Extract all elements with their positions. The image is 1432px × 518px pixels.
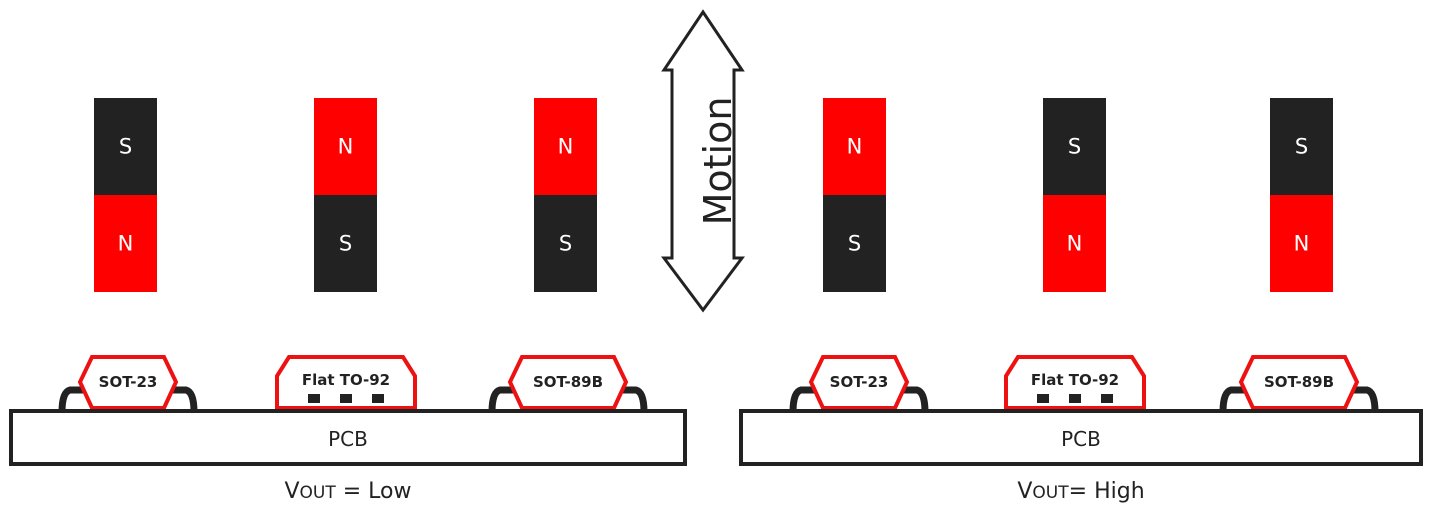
bar-magnet: NS (823, 98, 886, 292)
package-label: SOT-23 (830, 373, 889, 391)
magnet-pole-bottom (534, 195, 597, 292)
bar-magnet: SN (1043, 98, 1106, 292)
chip-group-low: SOT-23 Flat TO-92 SOT-89B (58, 355, 648, 416)
package-label: SOT-89B (533, 373, 603, 391)
package-pin (1069, 394, 1081, 403)
motion-label: Motion (696, 97, 740, 226)
package-body (507, 355, 629, 410)
magnet-pole-label: N (1294, 232, 1310, 256)
package-label: SOT-89B (1264, 373, 1334, 391)
magnet-pole-label: S (119, 135, 132, 159)
package-pin (308, 394, 320, 403)
magnet-pole-top (94, 98, 157, 195)
sensor-package: SOT-23 (58, 355, 198, 416)
vout-state: = High (1069, 479, 1145, 504)
magnet-pole-label: S (1295, 135, 1308, 159)
magnet-pole-top (823, 98, 886, 195)
bar-magnet: SN (94, 98, 157, 292)
magnet-pole-label: N (847, 135, 863, 159)
vout-sub: OUT (1032, 483, 1069, 503)
vout-main: V (284, 479, 299, 504)
sensor-package: Flat TO-92 (1004, 355, 1146, 410)
package-lead-right (168, 386, 198, 416)
pcb-label: PCB (328, 427, 368, 451)
package-body (77, 355, 179, 410)
magnet-pole-label: N (338, 135, 354, 159)
chip-group-high: SOT-23 Flat TO-92 SOT-89B (789, 355, 1379, 416)
magnet-pole-label: S (339, 232, 352, 256)
magnet-pole-label: N (118, 232, 134, 256)
sensor-package: SOT-89B (488, 355, 648, 416)
magnet-pole-top (534, 98, 597, 195)
bar-magnet: NS (314, 98, 377, 292)
package-lead-right (1349, 386, 1379, 416)
sensor-package: SOT-23 (789, 355, 929, 416)
magnet-pole-top (1043, 98, 1106, 195)
magnet-pole-label: N (1067, 232, 1083, 256)
vout-state: = Low (336, 479, 412, 504)
package-lead-right (618, 386, 648, 416)
magnet-pole-label: S (848, 232, 861, 256)
pcb-board (739, 409, 1423, 466)
sensor-package: SOT-89B (1219, 355, 1379, 416)
package-label: Flat TO-92 (1031, 371, 1119, 389)
magnet-pole-bottom (1270, 195, 1333, 292)
vout-sub: OUT (300, 483, 337, 503)
magnet-pole-label: N (558, 135, 574, 159)
motion-arrow: Motion (661, 9, 745, 313)
bar-magnet: SN (1270, 98, 1333, 292)
package-lead-left (58, 386, 88, 416)
package-label: SOT-23 (99, 373, 158, 391)
magnet-pole-bottom (314, 195, 377, 292)
motion-arrow-shape (661, 9, 745, 313)
package-pin (340, 394, 352, 403)
package-lead-left (488, 386, 518, 416)
magnet-pole-label: S (559, 232, 572, 256)
package-lead-right (899, 386, 929, 416)
package-lead-left (789, 386, 819, 416)
pcb-board (9, 409, 687, 466)
vout-caption: VOUT= High (1017, 479, 1144, 504)
vout-caption: VOUT = Low (284, 479, 411, 504)
magnet-pole-bottom (94, 195, 157, 292)
package-pin (1037, 394, 1049, 403)
magnet-pole-top (314, 98, 377, 195)
magnet-pole-label: S (1068, 135, 1081, 159)
vout-main: V (1017, 479, 1032, 504)
magnet-pole-bottom (823, 195, 886, 292)
bar-magnet: NS (534, 98, 597, 292)
package-label: Flat TO-92 (302, 371, 390, 389)
package-pin (372, 394, 384, 403)
package-body (808, 355, 910, 410)
package-pin (1101, 394, 1113, 403)
package-body (1238, 355, 1360, 410)
pcb-label: PCB (1061, 427, 1101, 451)
magnet-pole-bottom (1043, 195, 1106, 292)
magnet-pole-top (1270, 98, 1333, 195)
package-lead-left (1219, 386, 1249, 416)
sensor-package: Flat TO-92 (275, 355, 417, 410)
